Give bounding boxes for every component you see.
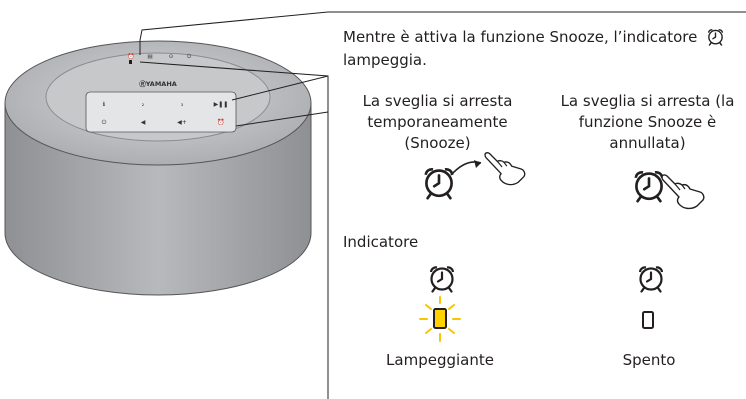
volume-up-button[interactable]: ◀+ [177,119,187,126]
callout-lines [139,11,746,399]
preset-2-button[interactable]: ₂ [142,101,145,108]
alarm-clock-icon [638,266,664,293]
indicator-heading: Indicatore [343,233,419,251]
intro-text-end: lampeggia. [343,51,427,69]
arrow-head-icon [474,160,481,168]
hand-pointer-icon [484,152,526,186]
snooze-case-line: (Snooze) [404,134,471,152]
control-panel: ℹ ₂ ₃ ▶❚❚ ⏻ ◀ ◀+ ⏰ [85,91,237,133]
play-pause-button[interactable]: ▶❚❚ [214,101,229,108]
alarm-clock-icon [424,167,454,200]
intro-line: Mentre è attiva la funzione Snooze, l’in… [343,28,698,46]
network-indicator-icon: ▤ [147,54,152,60]
standby-indicator-icon: ⏻ [187,53,192,60]
volume-down-button[interactable]: ◀ [141,119,146,126]
cancel-case-line: funzione Snooze è [578,113,717,131]
cancel-case-line: annullata) [609,134,686,152]
speaker: ℹ ₂ ₃ ▶❚❚ ⏻ ◀ ◀+ ⏰ ⓇYAMAHA ⏰ ▤ ⊙ ⏻ [4,40,312,296]
indicator-blinking [419,296,461,342]
top-indicators: ⏰ ▤ ⊙ ⏻ [128,52,192,64]
alarm-clock-icon [707,29,724,46]
alarm-lamp [129,60,132,64]
cancel-case-label: La sveglia si arresta (la funzione Snooz… [550,91,745,154]
indicator-off [642,311,654,329]
alarm-indicator-icon: ⏰ [128,52,135,60]
brand-logo: ⓇYAMAHA [139,79,177,88]
bluetooth-indicator-icon: ⊙ [169,54,174,60]
off-label: Spento [622,351,676,369]
info-button[interactable]: ℹ [103,101,106,108]
preset-3-button[interactable]: ₃ [181,101,184,108]
alarm-clock-icon [634,170,664,203]
cancel-case-line: La sveglia si arresta (la [560,92,735,110]
power-button[interactable]: ⏻ [102,119,107,126]
alarm-clock-icon [429,266,455,293]
snooze-case-label: La sveglia si arresta temporaneamente (S… [345,91,530,154]
intro-text: Mentre è attiva la funzione Snooze, l’in… [343,27,703,48]
alarm-button[interactable]: ⏰ [217,118,224,126]
hand-pointer-icon [661,174,705,210]
blinking-label: Lampeggiante [386,351,494,369]
snooze-case-line: La sveglia si arresta [362,92,513,110]
snooze-case-line: temporaneamente [367,113,508,131]
